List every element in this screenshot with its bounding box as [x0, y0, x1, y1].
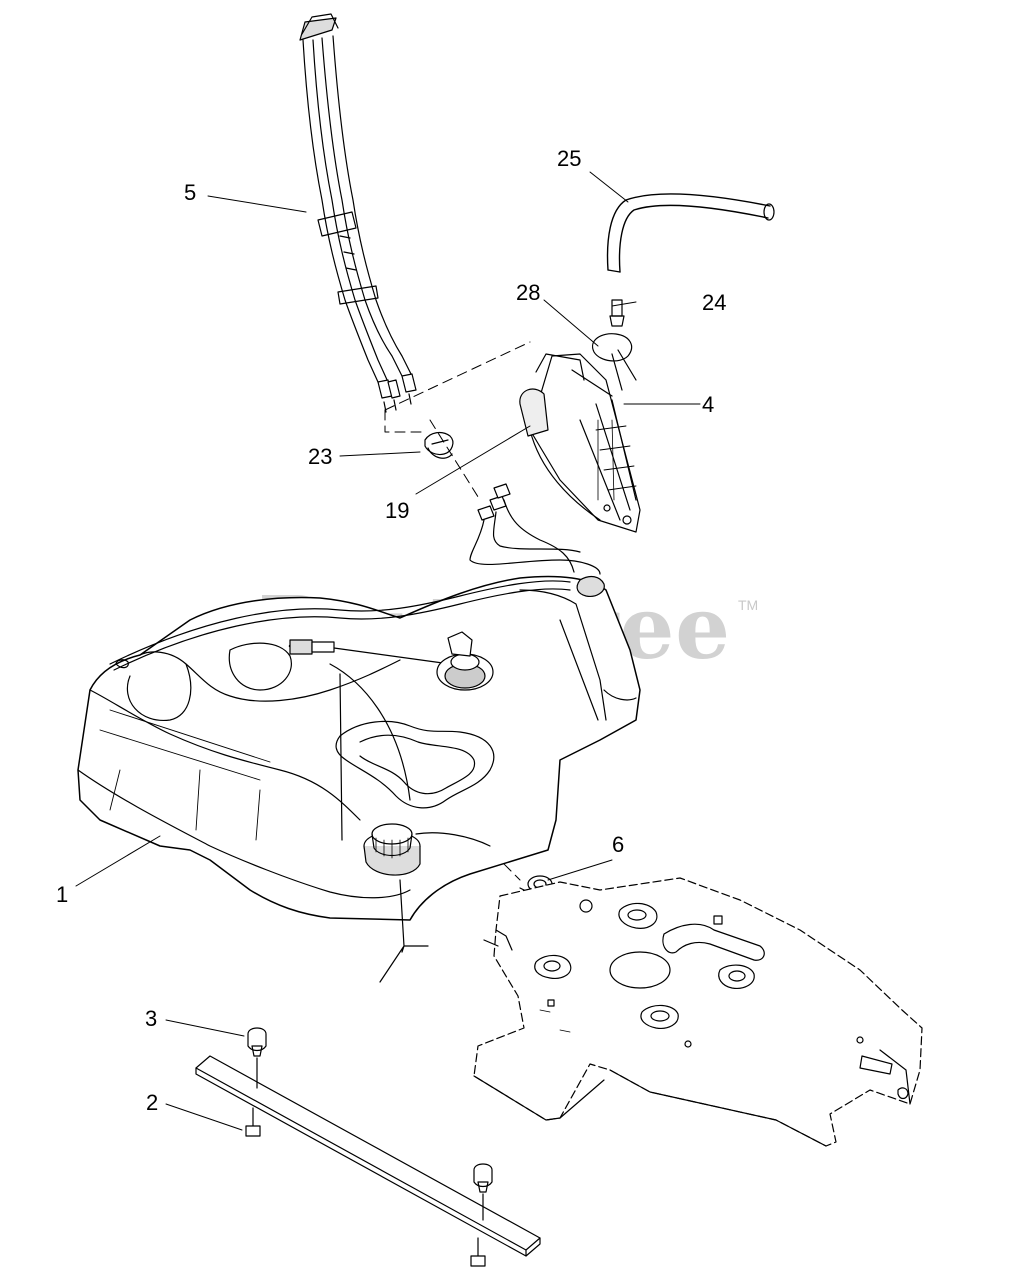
hose-clip	[424, 431, 454, 459]
bumper-right	[473, 1163, 493, 1221]
callout-25: 25	[557, 146, 582, 171]
fuel-hose-assembly	[299, 13, 417, 413]
callout-leaders	[75, 171, 701, 1131]
callout-3: 3	[145, 1006, 158, 1031]
fuel-cap	[363, 823, 429, 983]
support-strap	[195, 1055, 541, 1257]
fuel-tank	[77, 575, 641, 921]
callout-1: 1	[56, 882, 69, 907]
screw-left	[245, 1107, 261, 1137]
callout-2: 2	[146, 1090, 159, 1115]
fuel-pump-module	[436, 631, 494, 691]
callout-4: 4	[702, 392, 715, 417]
wire-harness	[109, 580, 571, 671]
callout-28: 28	[516, 280, 541, 305]
screw-right	[470, 1237, 486, 1267]
callout-19: 19	[385, 498, 410, 523]
vent-hose	[606, 193, 775, 273]
bumper-left	[247, 1027, 267, 1089]
canister-bracket	[519, 353, 641, 533]
callout-23: 23	[308, 444, 333, 469]
seat-pan-plate	[473, 877, 923, 1147]
strap	[592, 333, 637, 391]
callout-6: 6	[612, 832, 625, 857]
trademark-symbol: TM	[738, 597, 759, 613]
tank-line-connectors	[469, 483, 601, 575]
callout-5: 5	[184, 180, 197, 205]
callout-24: 24	[702, 290, 727, 315]
vent-fitting	[609, 299, 625, 327]
